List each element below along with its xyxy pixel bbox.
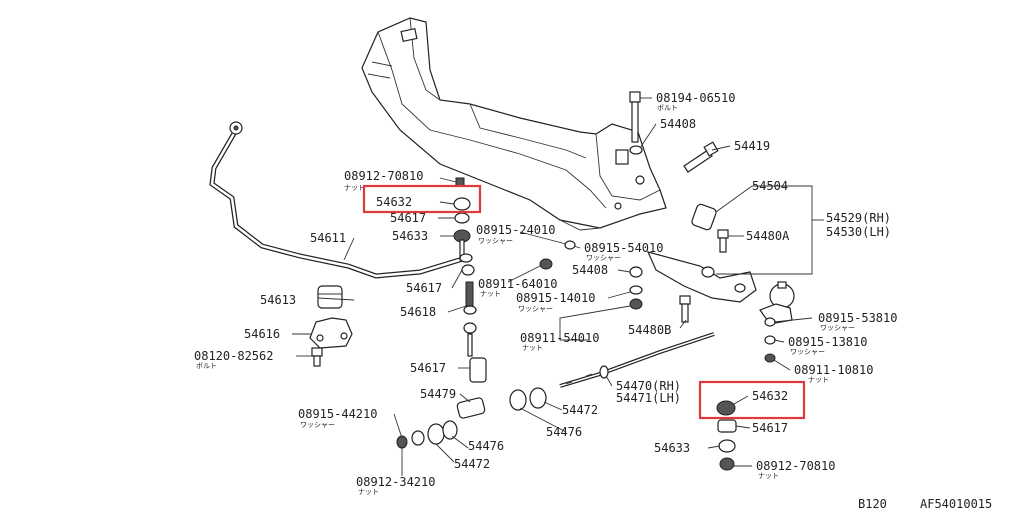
label-08912-70810-bottom-note: ナット [758,472,779,480]
label-54617-d: 54617 [752,421,788,435]
label-54479: 54479 [420,387,456,401]
label-08915-54010: 08915-54010 [584,241,663,255]
label-08912-70810-bottom: 08912-70810 [756,459,835,473]
label-54613: 54613 [260,293,296,307]
label-54472-left: 54472 [454,457,490,471]
label-54633-top: 54633 [392,229,428,243]
label-08912-70810-top: 08912-70810 [344,169,423,183]
label-54616: 54616 [244,327,280,341]
label-54476-mid: 54476 [546,425,582,439]
label-54419: 54419 [734,139,770,153]
highlight-box-right [698,380,806,420]
bolt-54480B [679,295,691,323]
diagram-reference-code: AF54010015 [920,497,992,510]
label-54476-left: 54476 [468,439,504,453]
tension-rod-bushings [396,387,547,449]
label-08911-10810: 08911-10810 [794,363,873,377]
stabilizer-bracket [309,317,353,349]
upper-bolt [629,91,643,155]
label-08915-54010-note: ワッシャー [586,254,621,262]
stabilizer-link-stack [453,177,487,383]
label-54408-top: 54408 [660,117,696,131]
label-54480B: 54480B [628,323,671,337]
label-08120-82562: 08120-82562 [194,349,273,363]
label-54617-c: 54617 [410,361,446,375]
label-54408-mid: 54408 [572,263,608,277]
label-08912-34210-note: ナット [358,488,379,496]
crossmember [361,17,667,231]
tension-rod [559,332,715,388]
label-08915-53810: 08915-53810 [818,311,897,325]
washer-nut-group [539,240,643,310]
ball-joint [759,281,795,325]
right-link-stack [716,400,737,471]
part-labels: 08194-06510 ボルト 54408 54419 54504 54529(… [194,91,897,496]
ball-joint-fasteners [764,317,776,363]
label-54472-mid: 54472 [562,403,598,417]
label-08915-44210-note: ワッシャー [300,421,335,429]
label-54504: 54504 [752,179,788,193]
transverse-link [646,251,757,303]
label-08915-13810: 08915-13810 [788,335,867,349]
label-54633-bottom: 54633 [654,441,690,455]
leader-lines [292,97,824,476]
label-08912-34210: 08912-34210 [356,475,435,489]
label-08911-54010-note: ナット [522,344,543,352]
label-08911-54010: 08911-54010 [520,331,599,345]
label-08915-14010: 08915-14010 [516,291,595,305]
label-54529: 54529(RH) [826,211,891,225]
label-54530: 54530(LH) [826,225,891,239]
label-08912-70810-top-note: ナット [344,184,365,192]
bolt-54480A [717,229,729,253]
label-54617-a: 54617 [390,211,426,225]
label-54470: 54470(RH) [616,379,681,393]
bolt-54419 [683,141,719,173]
label-08915-13810-note: ワッシャー [790,348,825,356]
stabilizer-bushing [317,285,343,309]
label-54480A: 54480A [746,229,790,243]
label-08911-64010: 08911-64010 [478,277,557,291]
link-bushing [691,203,717,231]
label-54611: 54611 [310,231,346,245]
label-54471: 54471(LH) [616,391,681,405]
label-08911-64010-note: ナット [480,290,501,298]
label-08120-82562-note: ボルト [196,362,217,370]
label-08915-53810-note: ワッシャー [820,324,855,332]
bracket-bolt [311,347,323,367]
label-54632-right: 54632 [752,389,788,403]
label-08915-24010: 08915-24010 [476,223,555,237]
label-08194-06510-note: ボルト [657,104,678,112]
label-54618: 54618 [400,305,436,319]
label-08915-14010-note: ワッシャー [518,305,553,313]
label-08911-10810-note: ナット [808,376,829,384]
label-08915-24010-note: ワッシャー [478,237,513,245]
stabilizer-bar [209,121,467,279]
label-08194-06510: 08194-06510 [656,91,735,105]
highlight-box-left [362,184,482,214]
label-54617-b: 54617 [406,281,442,295]
label-54632-left: 54632 [376,195,412,209]
label-08915-44210: 08915-44210 [298,407,377,421]
diagram-section-code: B120 [858,497,887,510]
